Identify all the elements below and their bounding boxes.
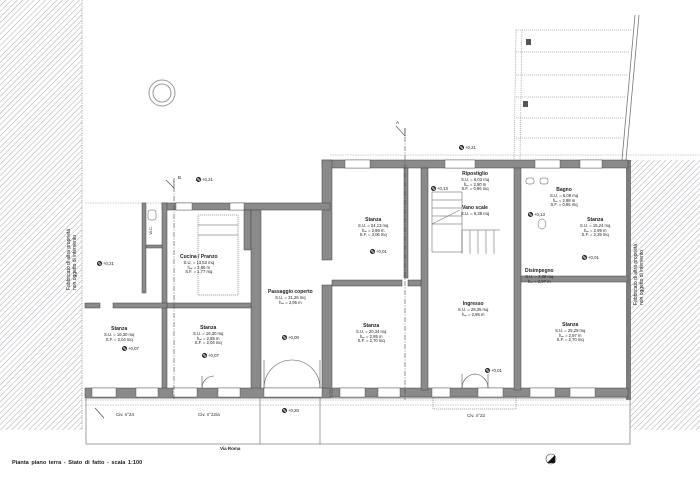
level-icon xyxy=(282,335,287,340)
level-marker: +0,01 xyxy=(582,255,599,260)
level-marker: +0,20 xyxy=(282,408,299,413)
room-label-disimpegno: Disimpegno S.U. = 2,09 mq hₘ = 2,97 m xyxy=(525,268,554,284)
room-label-ripostiglio: Ripostiglio S.U. = 6,03 mq hₘ = 2,50 m S… xyxy=(461,171,490,192)
room-label-stanza-n: Stanza S.U. = 24,13 mq hₘ = 2,96 m S.F. … xyxy=(358,217,389,238)
street-frame xyxy=(85,397,631,445)
level-marker: +0,21 xyxy=(459,145,476,150)
room-label-stanza-s: Stanza S.U. = 20,34 mq hₘ = 2,95 m S.F. … xyxy=(356,323,387,344)
civic-number: Civ. n°24 xyxy=(116,412,134,417)
level-marker: +0,21 xyxy=(97,261,114,266)
street-name: Via Roma xyxy=(220,446,241,451)
level-marker: +0,07 xyxy=(122,346,139,351)
level-icon xyxy=(485,368,490,373)
section-lines xyxy=(94,125,406,419)
adjacent-building-left-hatch xyxy=(0,0,82,430)
level-icon xyxy=(528,212,533,217)
level-icon xyxy=(582,255,587,260)
gate-doors-icon xyxy=(201,359,489,389)
level-marker: +0,21 xyxy=(196,177,213,182)
section-marker-b: B xyxy=(178,175,182,180)
level-icon xyxy=(122,346,127,351)
room-name: Cucina / Pranzo xyxy=(180,254,218,260)
level-icon xyxy=(97,261,102,266)
level-icon xyxy=(431,186,436,191)
level-icon xyxy=(196,177,201,182)
room-label-vano-scale: Vano scale S.U. = 6,38 mq xyxy=(461,205,490,216)
pergola-structure xyxy=(513,29,632,161)
level-icon xyxy=(202,353,207,358)
room-label-bagno: Bagno S.U. = 6,08 mq hₘ = 2,88 m S.F. = … xyxy=(550,187,579,208)
level-marker: +0,00 xyxy=(282,335,299,340)
drawing-caption: Pianta piano terra - Stato di fatto - sc… xyxy=(12,460,143,466)
level-marker: +0,01 xyxy=(485,368,502,373)
room-label-stanza-22a: Stanza S.U. = 16,30 mq hₘ = 2,85 m S.F. … xyxy=(193,325,224,346)
adjacent-building-label-right: Fabbricato di altra proprietà non oggett… xyxy=(633,243,645,305)
room-label-stanza-ne: Stanza S.U. = 15,24 mq hₘ = 2,99 m S.F. … xyxy=(580,217,611,238)
level-marker: +0,13 xyxy=(528,212,545,217)
level-marker: +0,13 xyxy=(431,186,448,191)
stairs xyxy=(197,191,500,296)
sanitary-fixtures xyxy=(147,177,549,230)
level-icon xyxy=(370,249,375,254)
room-label-cucina: Cucina / Pranzo S.U. = 13,53 mq hₘ = 2,8… xyxy=(180,254,218,275)
level-icon xyxy=(459,145,464,150)
room-label-passaggio: Passaggio coperto S.U. = 31,26 mq hₘ = 2… xyxy=(268,289,313,305)
room-label-wc: W.C. xyxy=(148,225,154,235)
well-icon xyxy=(148,79,176,107)
level-marker: +0,01 xyxy=(370,249,387,254)
civic-number: Civ. n°22/a xyxy=(198,412,220,417)
room-label-stanza-sx: Stanza S.U. = 16,30 mq S.F. = 2,04 mq xyxy=(104,326,135,342)
room-label-stanza-se: Stanza S.U. = 25,29 mq hₘ = 2,97 m S.F. … xyxy=(555,322,586,343)
room-label-ingresso: Ingresso S.U. = 28,35 mq hₘ = 2,95 m xyxy=(458,301,489,317)
civic-number: Civ. n°22 xyxy=(467,413,485,418)
north-arrow-icon xyxy=(545,453,557,465)
section-marker-a: A xyxy=(396,120,400,125)
level-marker: +0,07 xyxy=(202,353,219,358)
adjacent-building-right-hatch xyxy=(630,160,700,430)
level-icon xyxy=(282,408,287,413)
adjacent-building-label-left: Fabbricato di altra proprietà non oggett… xyxy=(66,228,78,290)
